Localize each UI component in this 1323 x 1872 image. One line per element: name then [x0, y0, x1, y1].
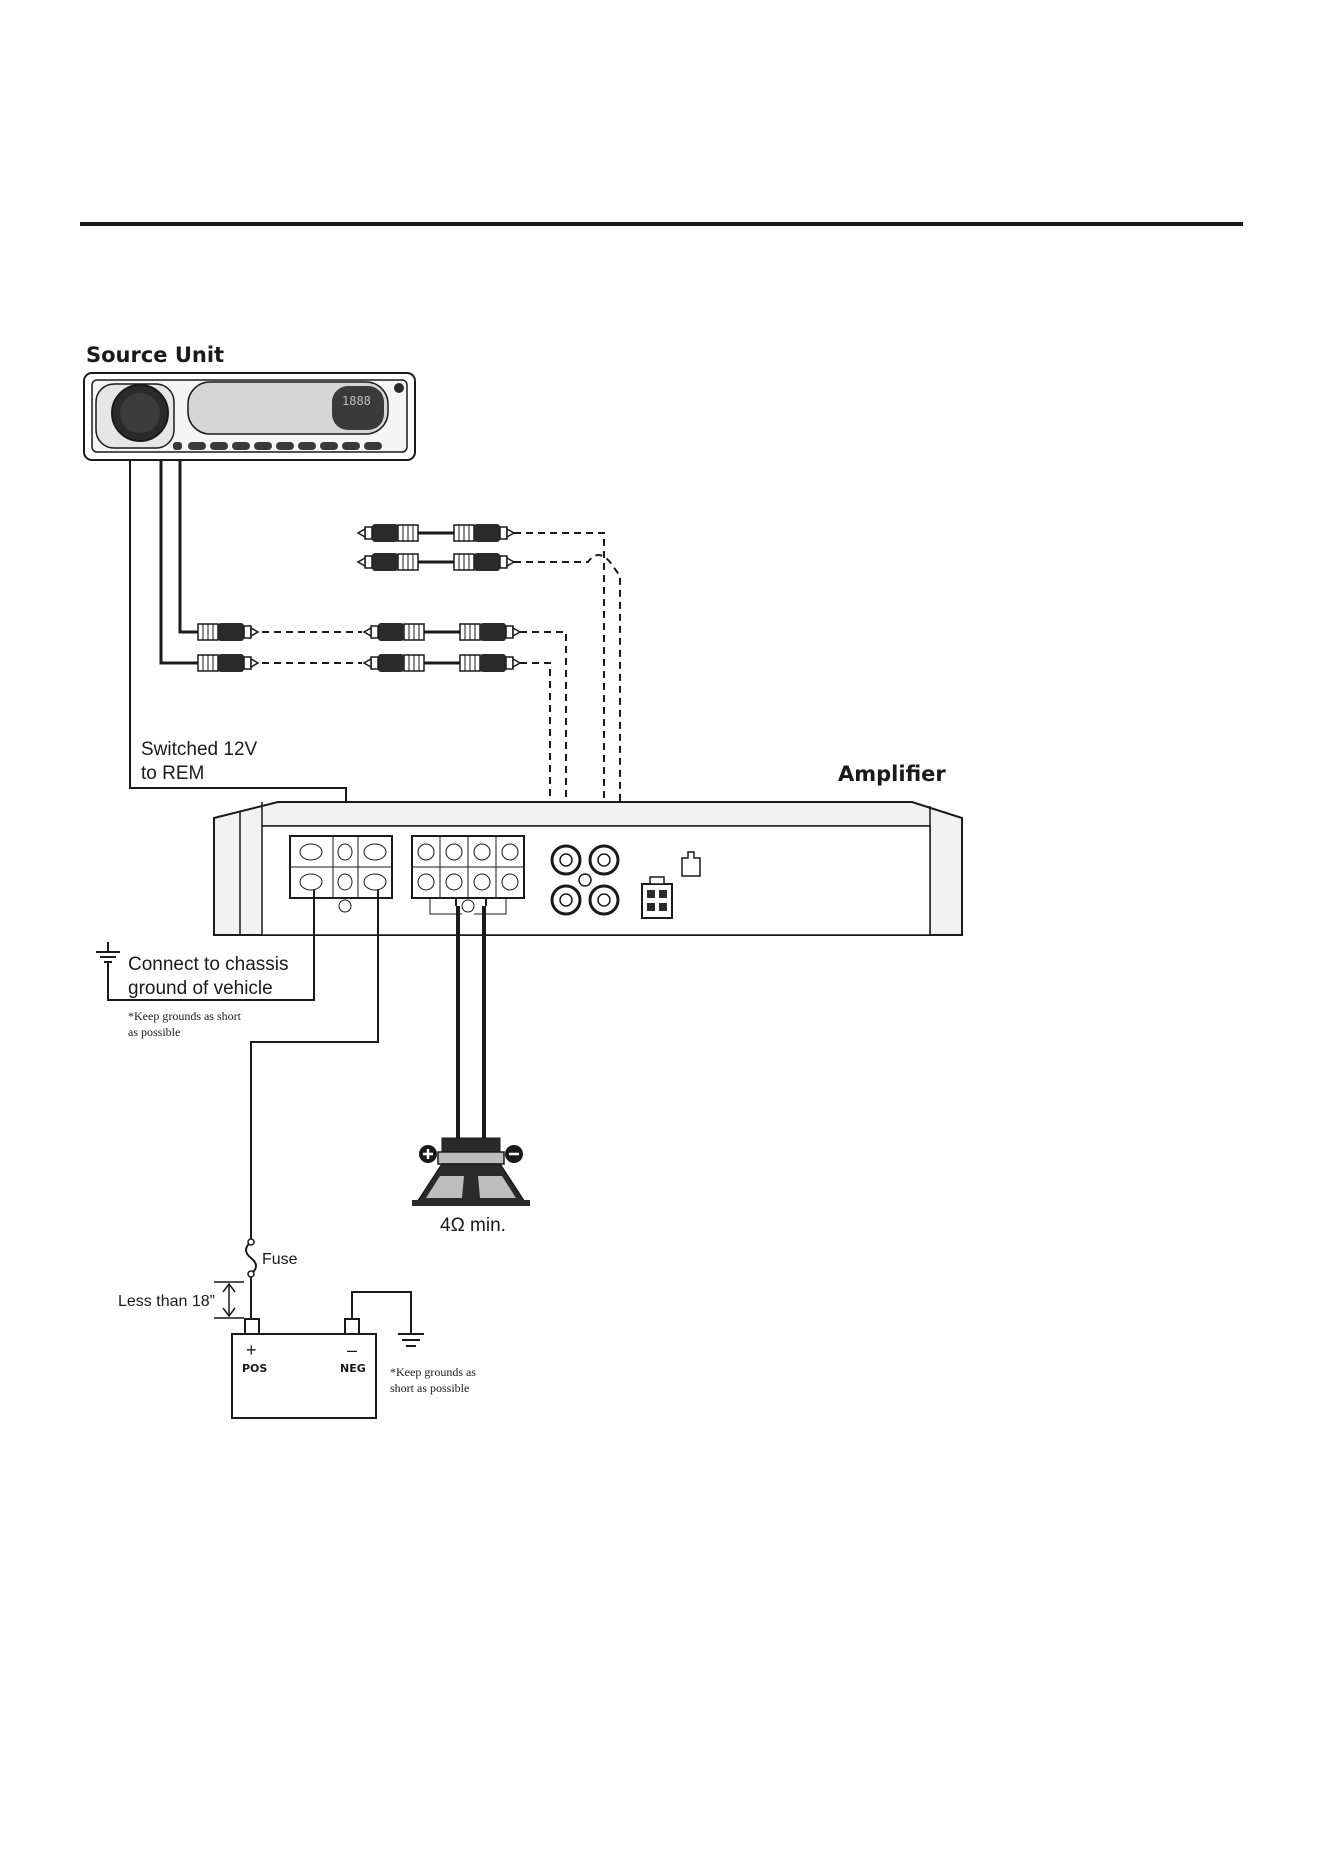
battery-pos-terminal: [245, 1319, 259, 1334]
battery-ground-wire: [352, 1292, 411, 1334]
rem-terminal: [338, 874, 352, 890]
screw-icon: [339, 900, 351, 912]
chassis-ground-icon: [96, 942, 120, 962]
battery-ground-icon: [398, 1334, 424, 1346]
ground-note-2-line2: short as possible: [390, 1381, 469, 1395]
rca-plug-source-lower: [198, 654, 258, 672]
fuse-icon: [246, 1242, 256, 1274]
chassis-label-line1: Connect to chassis: [128, 954, 289, 975]
source-unit-title: Source Unit: [86, 343, 224, 367]
speaker-negative-icon: [505, 1145, 523, 1163]
ground-note-2-line1: *Keep grounds as: [390, 1365, 476, 1379]
chassis-label-line2: ground of vehicle: [128, 978, 273, 999]
source-unit-head-unit: 1888: [84, 373, 415, 460]
battery-neg-label: NEG: [340, 1362, 366, 1375]
battery-pos-sign: +: [246, 1340, 257, 1360]
ground-note-1-line2: as possible: [128, 1025, 180, 1039]
molex-connector-icon: [642, 877, 672, 918]
amplifier-title: Amplifier: [838, 762, 946, 786]
rca-cable-upper-1: [358, 524, 514, 542]
fuse-distance-label: Less than 18”: [118, 1293, 215, 1310]
battery-neg-sign: –: [347, 1340, 357, 1360]
fuse-label: Fuse: [262, 1251, 298, 1268]
gnd-terminal: [300, 874, 322, 890]
rca-cable-upper-2: [358, 553, 514, 571]
rca-right-lead: [180, 460, 198, 632]
rca-cable-lower-2: [364, 654, 520, 672]
rca-cable-lower-1: [364, 623, 520, 641]
battery-pos-label: POS: [242, 1362, 267, 1375]
preset-buttons: [173, 442, 382, 450]
head-unit-display-digits: 1888: [342, 394, 371, 408]
speaker-positive-icon: [419, 1145, 437, 1163]
rca-plug-source-upper: [198, 623, 258, 641]
b-plus-terminal: [364, 874, 386, 890]
ground-note-1-line1: *Keep grounds as short: [128, 1009, 242, 1023]
rem-label-line2: to REM: [141, 763, 204, 784]
battery-neg-terminal: [345, 1319, 359, 1334]
rem-label-line1: Switched 12V: [141, 739, 258, 760]
fuse-distance-dimension: [214, 1282, 244, 1318]
speaker-impedance-label: 4Ω min.: [440, 1215, 506, 1236]
